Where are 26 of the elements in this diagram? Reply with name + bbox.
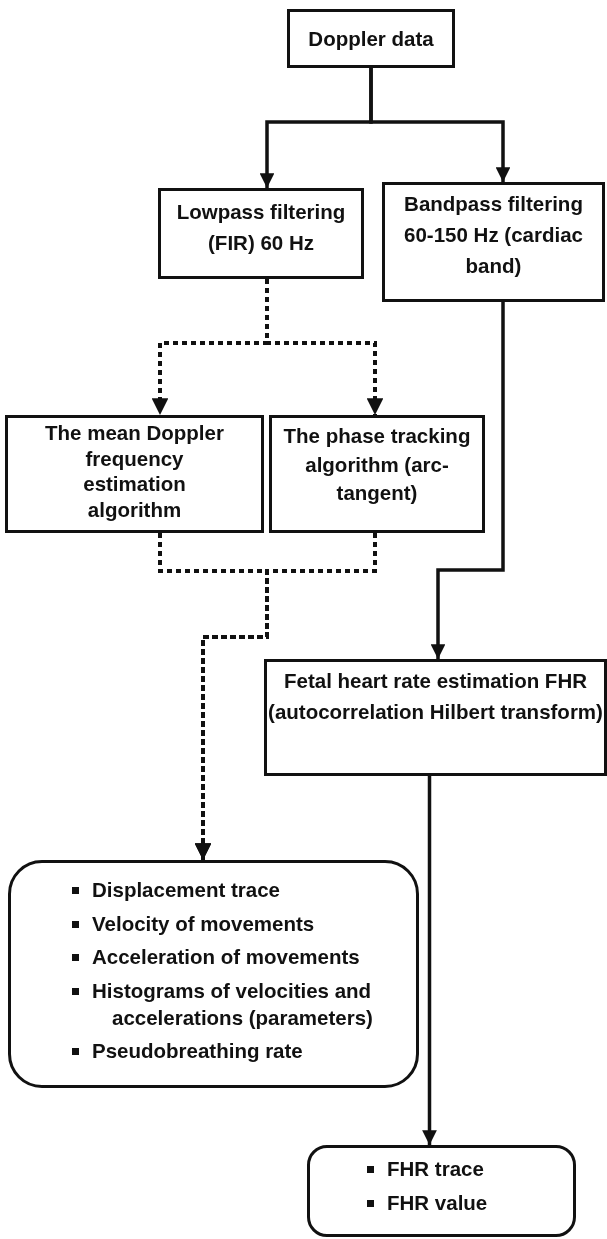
process-box (287, 9, 455, 68)
process-box (158, 188, 364, 279)
arrow (369, 68, 511, 182)
box-text: Doppler data (307, 26, 435, 52)
bullet-item: Acceleration of movements (72, 944, 406, 971)
box-text: Fetal heart rate estimation FHR (autocorrelation Hilbert transform) (268, 668, 603, 725)
dotted-arrow (194, 533, 377, 860)
bullet-item: Histograms of velocities and accelerations (parameters) (72, 977, 406, 1032)
process-box (382, 182, 605, 302)
process-box (264, 659, 607, 776)
box-text: The phase tracking algorithm (arc-tangent) (282, 423, 472, 507)
bullet-item: Pseudobreathing rate (72, 1038, 406, 1065)
bullet-item: FHR value (367, 1189, 563, 1217)
result-box (8, 860, 419, 1088)
arrow (422, 776, 437, 1145)
process-box (269, 415, 485, 533)
process-box (5, 415, 264, 533)
arrow (430, 302, 505, 659)
box-text: The mean Doppler frequency estimation algorithm (44, 420, 225, 523)
dotted-arrow (265, 279, 384, 415)
bullet-item: Velocity of movements (72, 910, 406, 938)
bullet-item: Displacement trace (72, 877, 406, 904)
box-text: Lowpass filtering (FIR) 60 Hz (175, 199, 347, 256)
box-text: Bandpass filtering 60-150 Hz (cardiac band) (403, 191, 584, 279)
bullet-item: FHR trace (367, 1156, 563, 1183)
result-box (307, 1145, 576, 1237)
